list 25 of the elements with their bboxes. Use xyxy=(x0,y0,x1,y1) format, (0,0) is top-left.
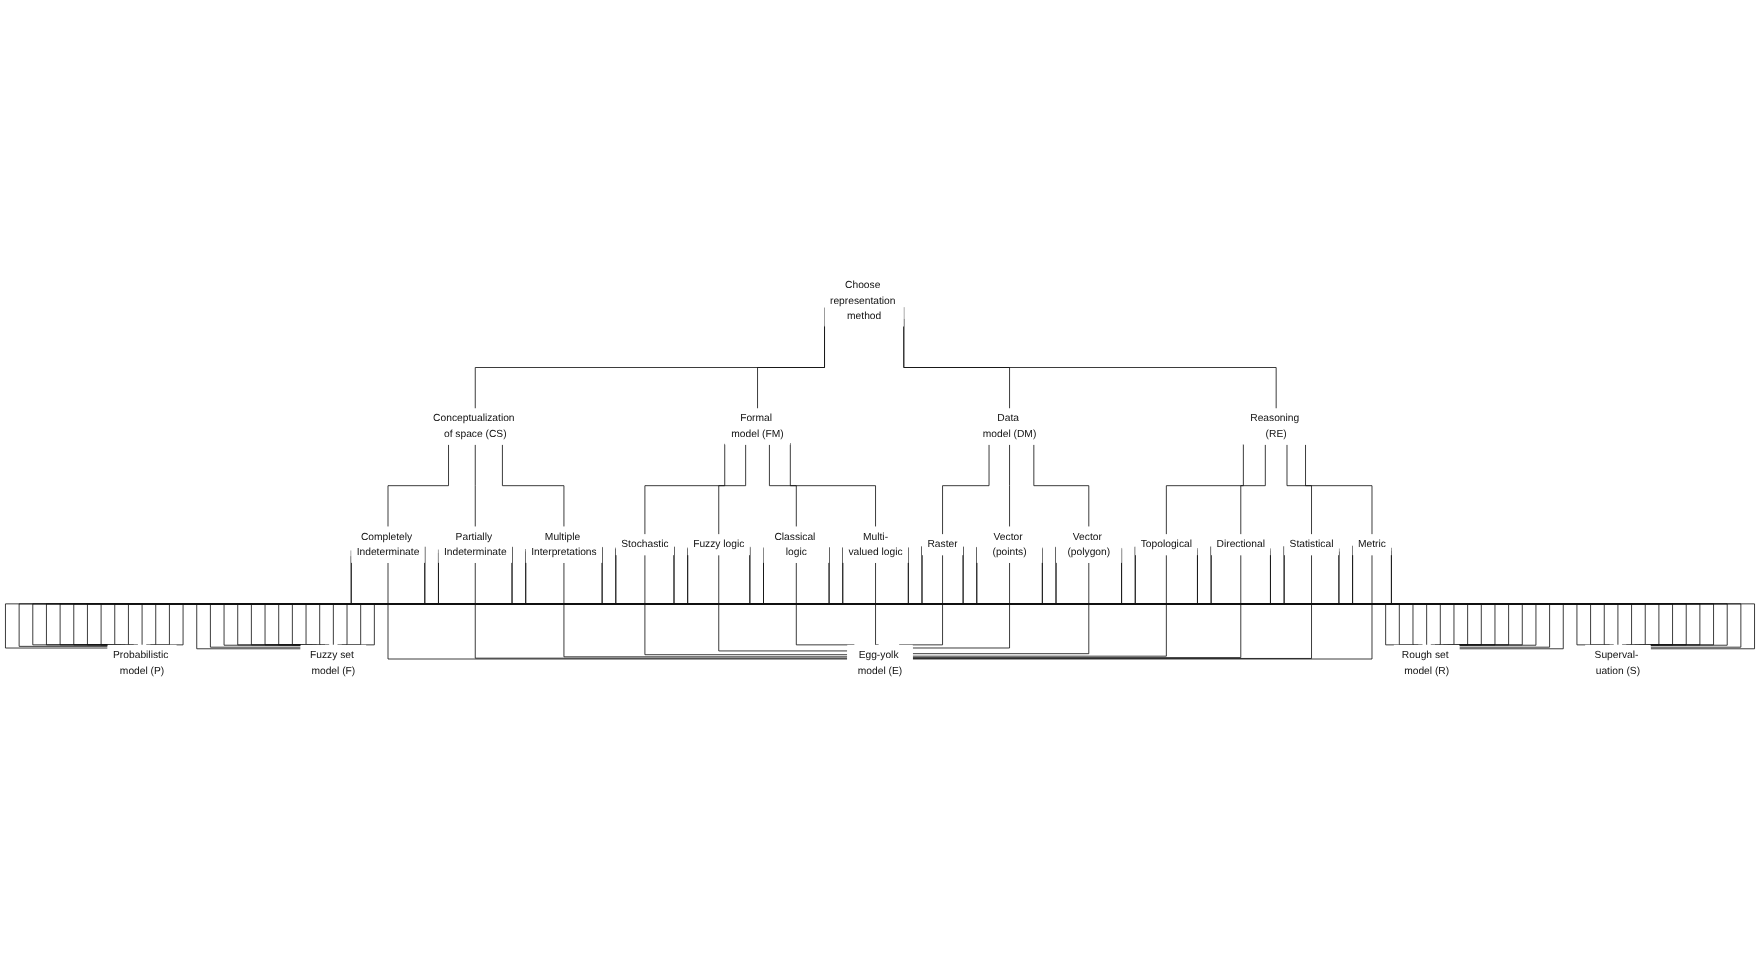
connector xyxy=(757,325,825,409)
connector xyxy=(769,444,797,528)
connector xyxy=(644,554,848,656)
connector xyxy=(1033,444,1090,528)
connector xyxy=(912,554,1242,658)
connector xyxy=(912,554,1167,657)
connector xyxy=(387,562,848,660)
connector xyxy=(1009,444,1010,528)
connector xyxy=(912,562,1090,655)
connector xyxy=(1338,548,1742,648)
connector xyxy=(563,562,848,658)
connector xyxy=(474,562,848,659)
connector xyxy=(502,444,565,528)
connector xyxy=(1165,443,1244,535)
connector xyxy=(789,442,876,528)
connector xyxy=(387,444,449,528)
connector xyxy=(912,562,1010,649)
connector xyxy=(1305,444,1373,535)
connector xyxy=(1286,444,1312,535)
connector xyxy=(644,443,726,535)
connector xyxy=(942,444,990,535)
connector xyxy=(718,554,848,652)
connector xyxy=(1240,444,1266,535)
connector xyxy=(875,562,880,646)
connector xyxy=(718,444,747,535)
